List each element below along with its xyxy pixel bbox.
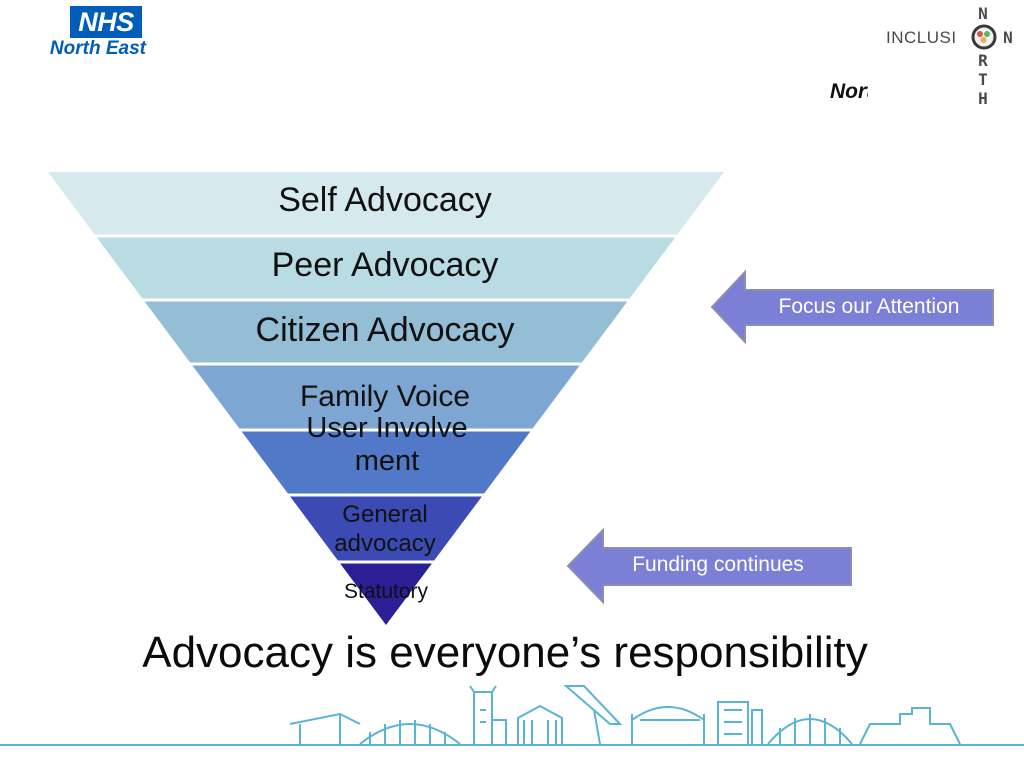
- inclusion-letter-h: H: [978, 89, 988, 108]
- inclusion-letter-t: T: [978, 70, 988, 89]
- inclusion-north-letter-top: N: [978, 4, 988, 23]
- band-label-general-advocacy: General advocacy: [334, 501, 436, 557]
- focus-arrow-shape: [710, 269, 994, 345]
- inclusion-circle-icon: [971, 24, 997, 50]
- band-label-family-voice: Family Voice: [299, 380, 471, 413]
- inclusion-side-letter: N: [1003, 28, 1013, 47]
- band-label-statutory: Statutory: [343, 580, 429, 603]
- nhs-logo: NHS: [70, 6, 142, 38]
- funnel-band-4: [241, 431, 531, 494]
- focus-attention-label: Focus our Attention: [778, 295, 960, 318]
- band-label-peer-advocacy: Peer Advocacy: [271, 246, 499, 284]
- city-skyline-decoration: [289, 685, 961, 745]
- slide-headline: Advocacy is everyone’s responsibility: [142, 628, 868, 677]
- funding-arrow-shape: [566, 527, 852, 605]
- band-label-user-involvement: User Involvement: [306, 412, 468, 477]
- band-label-self-advocacy: Self Advocacy: [278, 181, 492, 219]
- funnel-band-6: [340, 563, 432, 625]
- footer-line: [0, 744, 1024, 746]
- logo-tagline: North: [830, 80, 868, 103]
- funnel-band-1: [96, 237, 676, 299]
- band-label-citizen-advocacy: Citizen Advocacy: [255, 311, 515, 349]
- funding-continues-label: Funding continues: [632, 553, 804, 576]
- nhs-region-label: North East: [49, 38, 146, 59]
- inclusion-word: INCLUSI: [886, 28, 957, 47]
- funnel-band-0: [48, 172, 724, 235]
- funnel-band-2: [144, 301, 628, 363]
- funnel-band-5: [290, 496, 482, 561]
- inclusion-letter-r: R: [978, 51, 988, 70]
- funnel-band-3: [192, 365, 580, 429]
